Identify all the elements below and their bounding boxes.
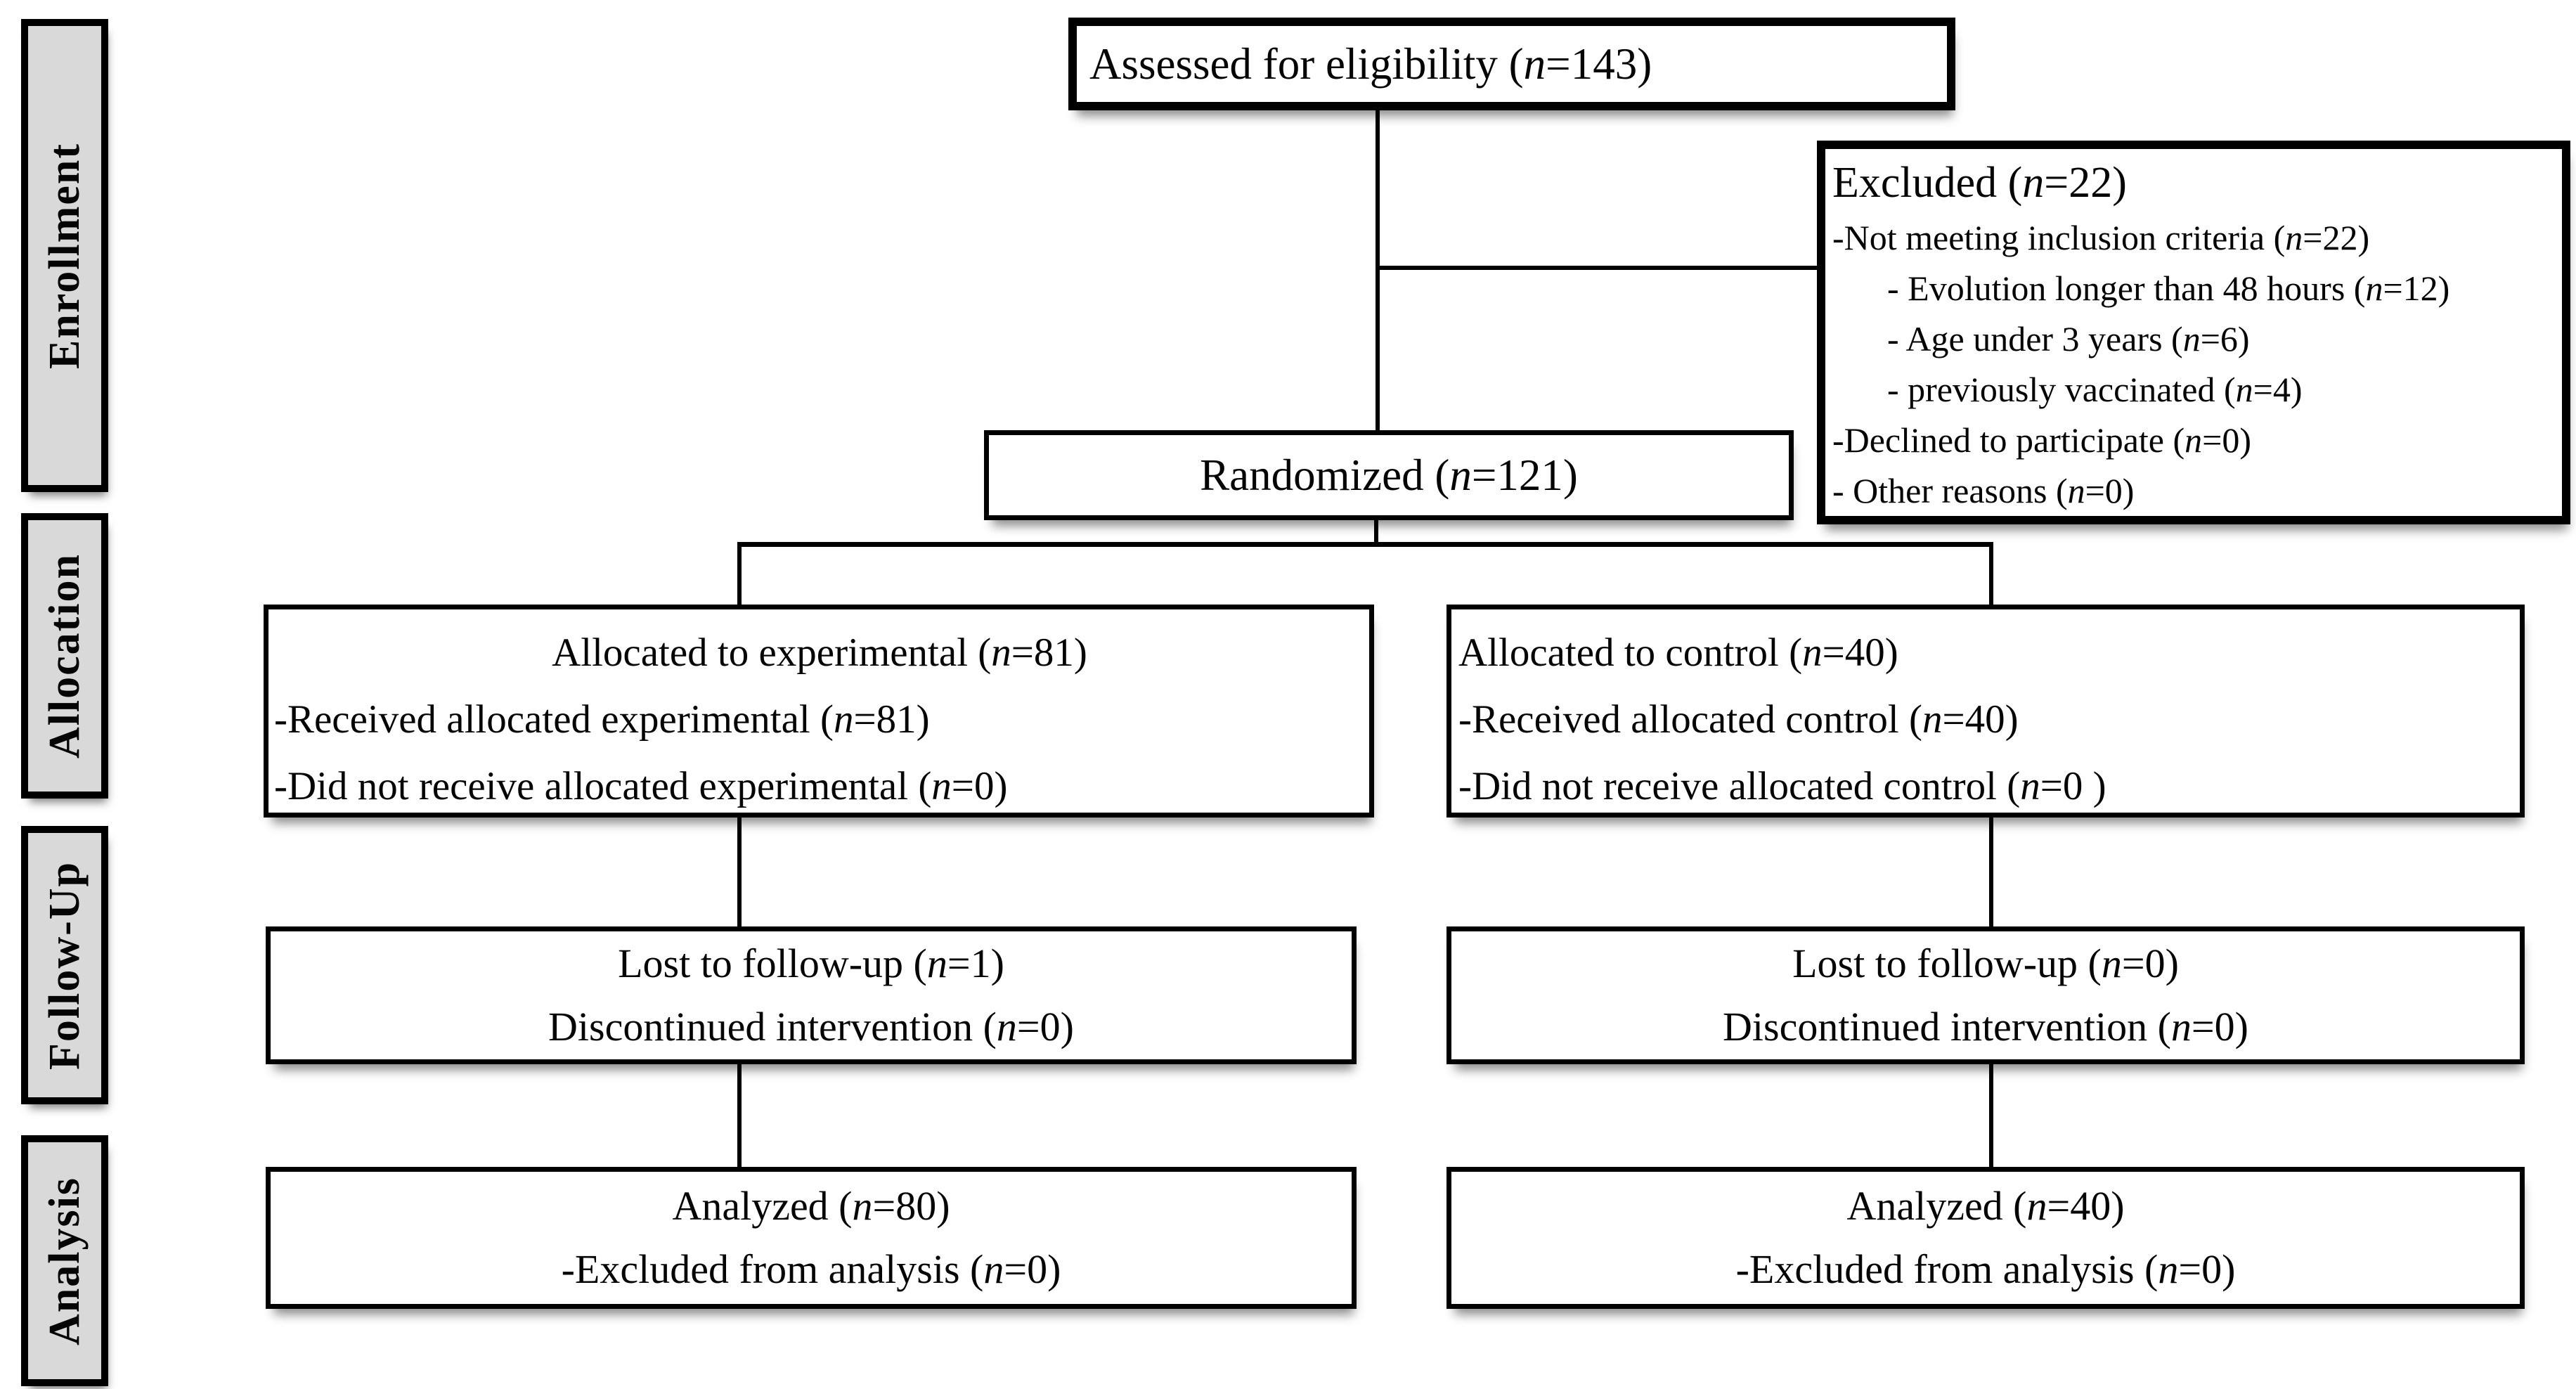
assessed-for-eligibility-box: Assessed for eligibility (n=143): [1068, 18, 1955, 110]
analysis-experimental-line: Analyzed (n=80): [672, 1183, 950, 1229]
excluded-reason-line: -Declined to participate (n=0): [1832, 420, 2252, 460]
connector-branch-to-control: [1989, 542, 1993, 607]
connector-control-to-analysis: [1989, 1063, 1993, 1168]
allocated-control-line: -Received allocated control (n=40): [1458, 697, 2019, 742]
connector-branch-horizontal: [737, 542, 1993, 547]
connector-assessed-to-randomized: [1376, 109, 1380, 432]
followup-control-line: Discontinued intervention (n=0): [1723, 1004, 2248, 1049]
randomized-text: Randomized (n=121): [1200, 450, 1578, 500]
stage-label-followup: Follow-Up: [21, 826, 108, 1104]
excluded-reason-line: - Evolution longer than 48 hours (n=12): [1887, 269, 2450, 308]
analysis-experimental-box: Analyzed (n=80) -Excluded from analysis …: [266, 1167, 1357, 1309]
followup-experimental-line: Lost to follow-up (n=1): [618, 941, 1004, 986]
analysis-experimental-line: -Excluded from analysis (n=0): [561, 1246, 1061, 1292]
excluded-reason-line: - previously vaccinated (n=4): [1887, 370, 2303, 409]
stage-label-enrollment-text: Enrollment: [40, 142, 89, 369]
connector-experimental-to-analysis: [737, 1063, 742, 1168]
followup-experimental-line: Discontinued intervention (n=0): [548, 1004, 1074, 1049]
stage-label-allocation-text: Allocation: [40, 553, 89, 759]
analysis-control-line: Analyzed (n=40): [1846, 1183, 2125, 1229]
assessed-for-eligibility-text: Assessed for eligibility (n=143): [1089, 39, 1652, 89]
stage-label-followup-text: Follow-Up: [40, 860, 89, 1070]
allocated-control-line: -Did not receive allocated control (n=0 …: [1458, 764, 2106, 808]
allocated-control-title: Allocated to control (n=40): [1458, 631, 1898, 675]
randomized-box: Randomized (n=121): [984, 430, 1794, 520]
followup-experimental-box: Lost to follow-up (n=1) Discontinued int…: [266, 926, 1357, 1064]
stage-label-analysis: Analysis: [21, 1135, 108, 1386]
connector-to-excluded: [1376, 266, 1817, 270]
allocated-control-box: Allocated to control (n=40) -Received al…: [1446, 605, 2525, 818]
excluded-reason-line: - Other reasons (n=0): [1832, 471, 2135, 510]
stage-label-allocation: Allocation: [21, 513, 108, 799]
allocated-experimental-line: -Received allocated experimental (n=81): [274, 697, 930, 742]
followup-control-line: Lost to follow-up (n=0): [1792, 941, 2179, 986]
excluded-reason-line: - Age under 3 years (n=6): [1887, 319, 2250, 358]
excluded-box: Excluded (n=22) -Not meeting inclusion c…: [1817, 141, 2570, 524]
stage-label-enrollment: Enrollment: [21, 19, 108, 492]
connector-control-to-followup: [1989, 815, 1993, 928]
connector-experimental-to-followup: [737, 815, 742, 928]
allocated-experimental-line: -Did not receive allocated experimental …: [274, 764, 1008, 808]
stage-label-analysis-text: Analysis: [40, 1176, 89, 1345]
allocated-experimental-title: Allocated to experimental (n=81): [552, 631, 1087, 675]
analysis-control-box: Analyzed (n=40) -Excluded from analysis …: [1446, 1167, 2525, 1309]
analysis-control-line: -Excluded from analysis (n=0): [1735, 1246, 2236, 1292]
followup-control-box: Lost to follow-up (n=0) Discontinued int…: [1446, 926, 2525, 1064]
excluded-reason-line: -Not meeting inclusion criteria (n=22): [1832, 218, 2370, 257]
connector-randomized-down: [1374, 519, 1378, 545]
connector-branch-to-experimental: [737, 542, 742, 607]
allocated-experimental-box: Allocated to experimental (n=81) -Receiv…: [264, 605, 1374, 818]
excluded-title: Excluded (n=22): [1832, 159, 2127, 207]
